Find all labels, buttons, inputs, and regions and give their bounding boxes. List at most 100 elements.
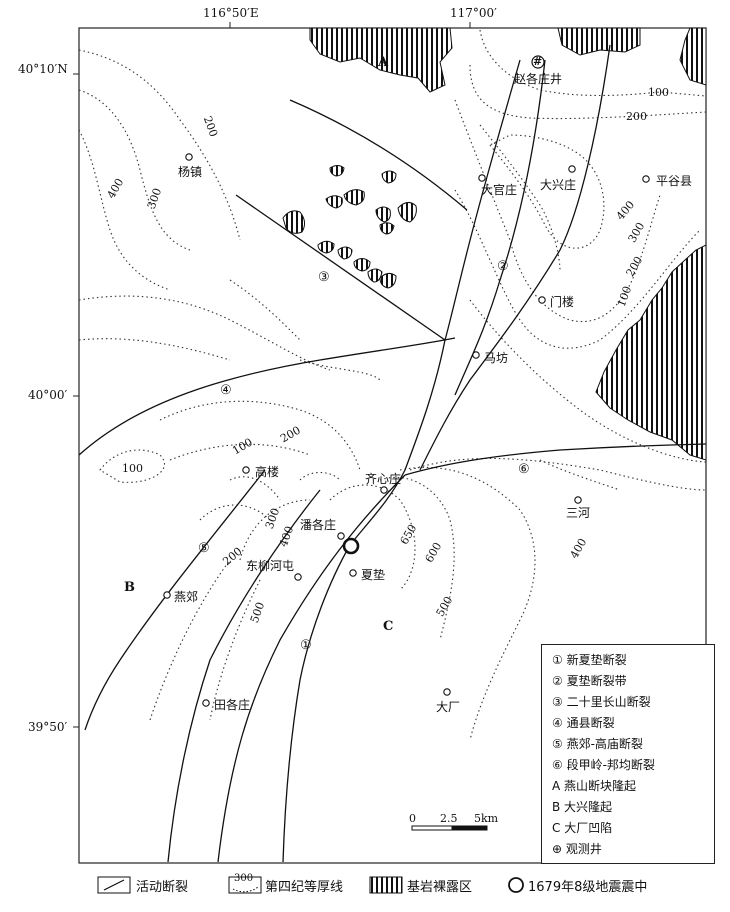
lat-label-top: 40°10′N	[18, 62, 68, 76]
bedrock-east	[595, 244, 707, 461]
fault-4	[78, 337, 456, 456]
outcrop-8	[379, 222, 395, 235]
outcrop-13	[379, 272, 397, 289]
outcrop-6	[375, 206, 391, 223]
legend-item: B 大兴隆起	[552, 800, 613, 814]
fault-number-1: ①	[300, 638, 312, 653]
scale-bar	[411, 825, 488, 831]
place-sanhe: 三河	[566, 506, 591, 520]
fault-number-5: ⑤	[198, 541, 210, 556]
marker-daxingzhuang	[568, 165, 576, 173]
place-mafang: 马坊	[484, 351, 509, 365]
outcrop-5	[381, 170, 397, 184]
place-gaolou: 高楼	[255, 465, 280, 479]
place-zhaogezhuang: 赵各庄井	[514, 72, 563, 86]
place-menlou: 门楼	[550, 295, 575, 309]
marker-xiadian	[349, 569, 357, 577]
place-dachang: 大厂	[436, 700, 461, 714]
bedrock-ne-edge	[679, 27, 707, 86]
legend-item: ⑤ 燕郊-高庙断裂	[552, 737, 643, 751]
place-xiadian: 夏垫	[361, 568, 386, 582]
fault-2b	[419, 44, 611, 471]
place-yangzhen: 杨镇	[178, 165, 203, 179]
outcrop-3	[343, 189, 365, 206]
outcrop-1	[282, 210, 306, 234]
place-daguanzhuang: 大官庄	[481, 183, 518, 197]
fault-1b	[217, 474, 406, 863]
marker-pinggu	[642, 175, 650, 183]
outcrop-9	[317, 240, 335, 254]
marker-pangezhuang	[337, 532, 345, 540]
marker-gaolou	[242, 466, 250, 474]
marker-daguanzhuang	[478, 174, 486, 182]
bedrock-a	[309, 27, 453, 93]
legend-item: ⑥ 段甲岭-邦均断裂	[552, 758, 655, 772]
contour-label: 100	[122, 462, 143, 475]
legend-item: ④ 通县断裂	[552, 716, 615, 730]
scale-label-mid: 2.5	[440, 812, 458, 825]
fault-number-6: ⑥	[518, 462, 530, 477]
outcrop-7	[397, 202, 417, 223]
epicenter-marker	[342, 537, 360, 555]
legend-contour-label: 第四纪等厚线	[265, 880, 344, 895]
legend-item: C 大厂凹陷	[552, 821, 613, 835]
legend-item: ⊕ 观测井	[552, 842, 602, 856]
lon-label-right: 117°00′	[450, 6, 497, 20]
contour-lines	[78, 29, 707, 741]
bedrock-north	[557, 27, 641, 56]
fault-2c	[444, 59, 521, 341]
legend-item: ③ 二十里长山断裂	[552, 695, 651, 709]
fault-5a	[167, 489, 321, 863]
lat-label-bottom: 39°50′	[28, 720, 68, 734]
place-pinggu: 平谷县	[656, 174, 693, 188]
marker-qixinzhuang	[380, 486, 388, 494]
outcrop-12	[367, 268, 383, 283]
lat-label-mid: 40°00′	[28, 388, 68, 402]
place-dongliuhetun: 东柳河屯	[246, 559, 295, 573]
outcrop-11	[353, 258, 371, 272]
well-marker	[531, 55, 545, 69]
marker-tiangezhuang	[202, 699, 210, 707]
legend-item: A 燕山断块隆起	[552, 779, 637, 793]
fault-north	[289, 99, 468, 211]
contour-label: 200	[626, 110, 647, 123]
marker-yanjiao	[163, 591, 171, 599]
fault-1	[282, 339, 446, 863]
active-faults	[78, 44, 707, 863]
legend-item: ① 新夏垫断裂	[552, 653, 627, 667]
place-daxingzhuang: 大兴庄	[540, 178, 577, 192]
legend-bedrock-label: 基岩裸露区	[407, 880, 473, 895]
outcrop-2	[325, 195, 343, 209]
fault-number-3: ③	[318, 270, 330, 285]
legend-item: ② 夏垫断裂带	[552, 674, 627, 688]
fault-number-4: ④	[220, 383, 232, 398]
place-markers	[163, 153, 650, 707]
outcrop-10	[337, 246, 353, 260]
fault-6	[404, 443, 707, 476]
region-a: A	[378, 55, 389, 70]
marker-dachang	[443, 688, 451, 696]
marker-sanhe	[574, 496, 582, 504]
fault-3	[235, 194, 446, 341]
marker-menlou	[538, 296, 546, 304]
marker-yangzhen	[185, 153, 193, 161]
outcrop-4	[329, 165, 345, 177]
contour-label: 100	[648, 86, 669, 99]
legend-fault-label: 活动断裂	[136, 880, 189, 895]
marker-mafang	[472, 351, 480, 359]
fault-number-2: ②	[497, 259, 509, 274]
fault-2a	[454, 59, 546, 396]
place-tiangezhuang: 田各庄	[214, 698, 251, 712]
place-pangezhuang: 潘各庄	[300, 518, 337, 532]
fault-legend: ① 新夏垫断裂 ② 夏垫断裂带 ③ 二十里长山断裂 ④ 通县断裂 ⑤ 燕郊-高庙…	[541, 644, 715, 864]
legend-epicenter-label: 1679年8级地震震中	[528, 880, 648, 895]
bottom-legend-symbols	[97, 876, 524, 894]
region-c: C	[383, 619, 394, 634]
scale-label-zero: 0	[409, 812, 416, 825]
well-symbol: #	[533, 55, 543, 68]
marker-dongliuhetun	[294, 573, 302, 581]
lon-label-left: 116°50′E	[203, 6, 259, 20]
place-yanjiao: 燕郊	[174, 590, 199, 604]
